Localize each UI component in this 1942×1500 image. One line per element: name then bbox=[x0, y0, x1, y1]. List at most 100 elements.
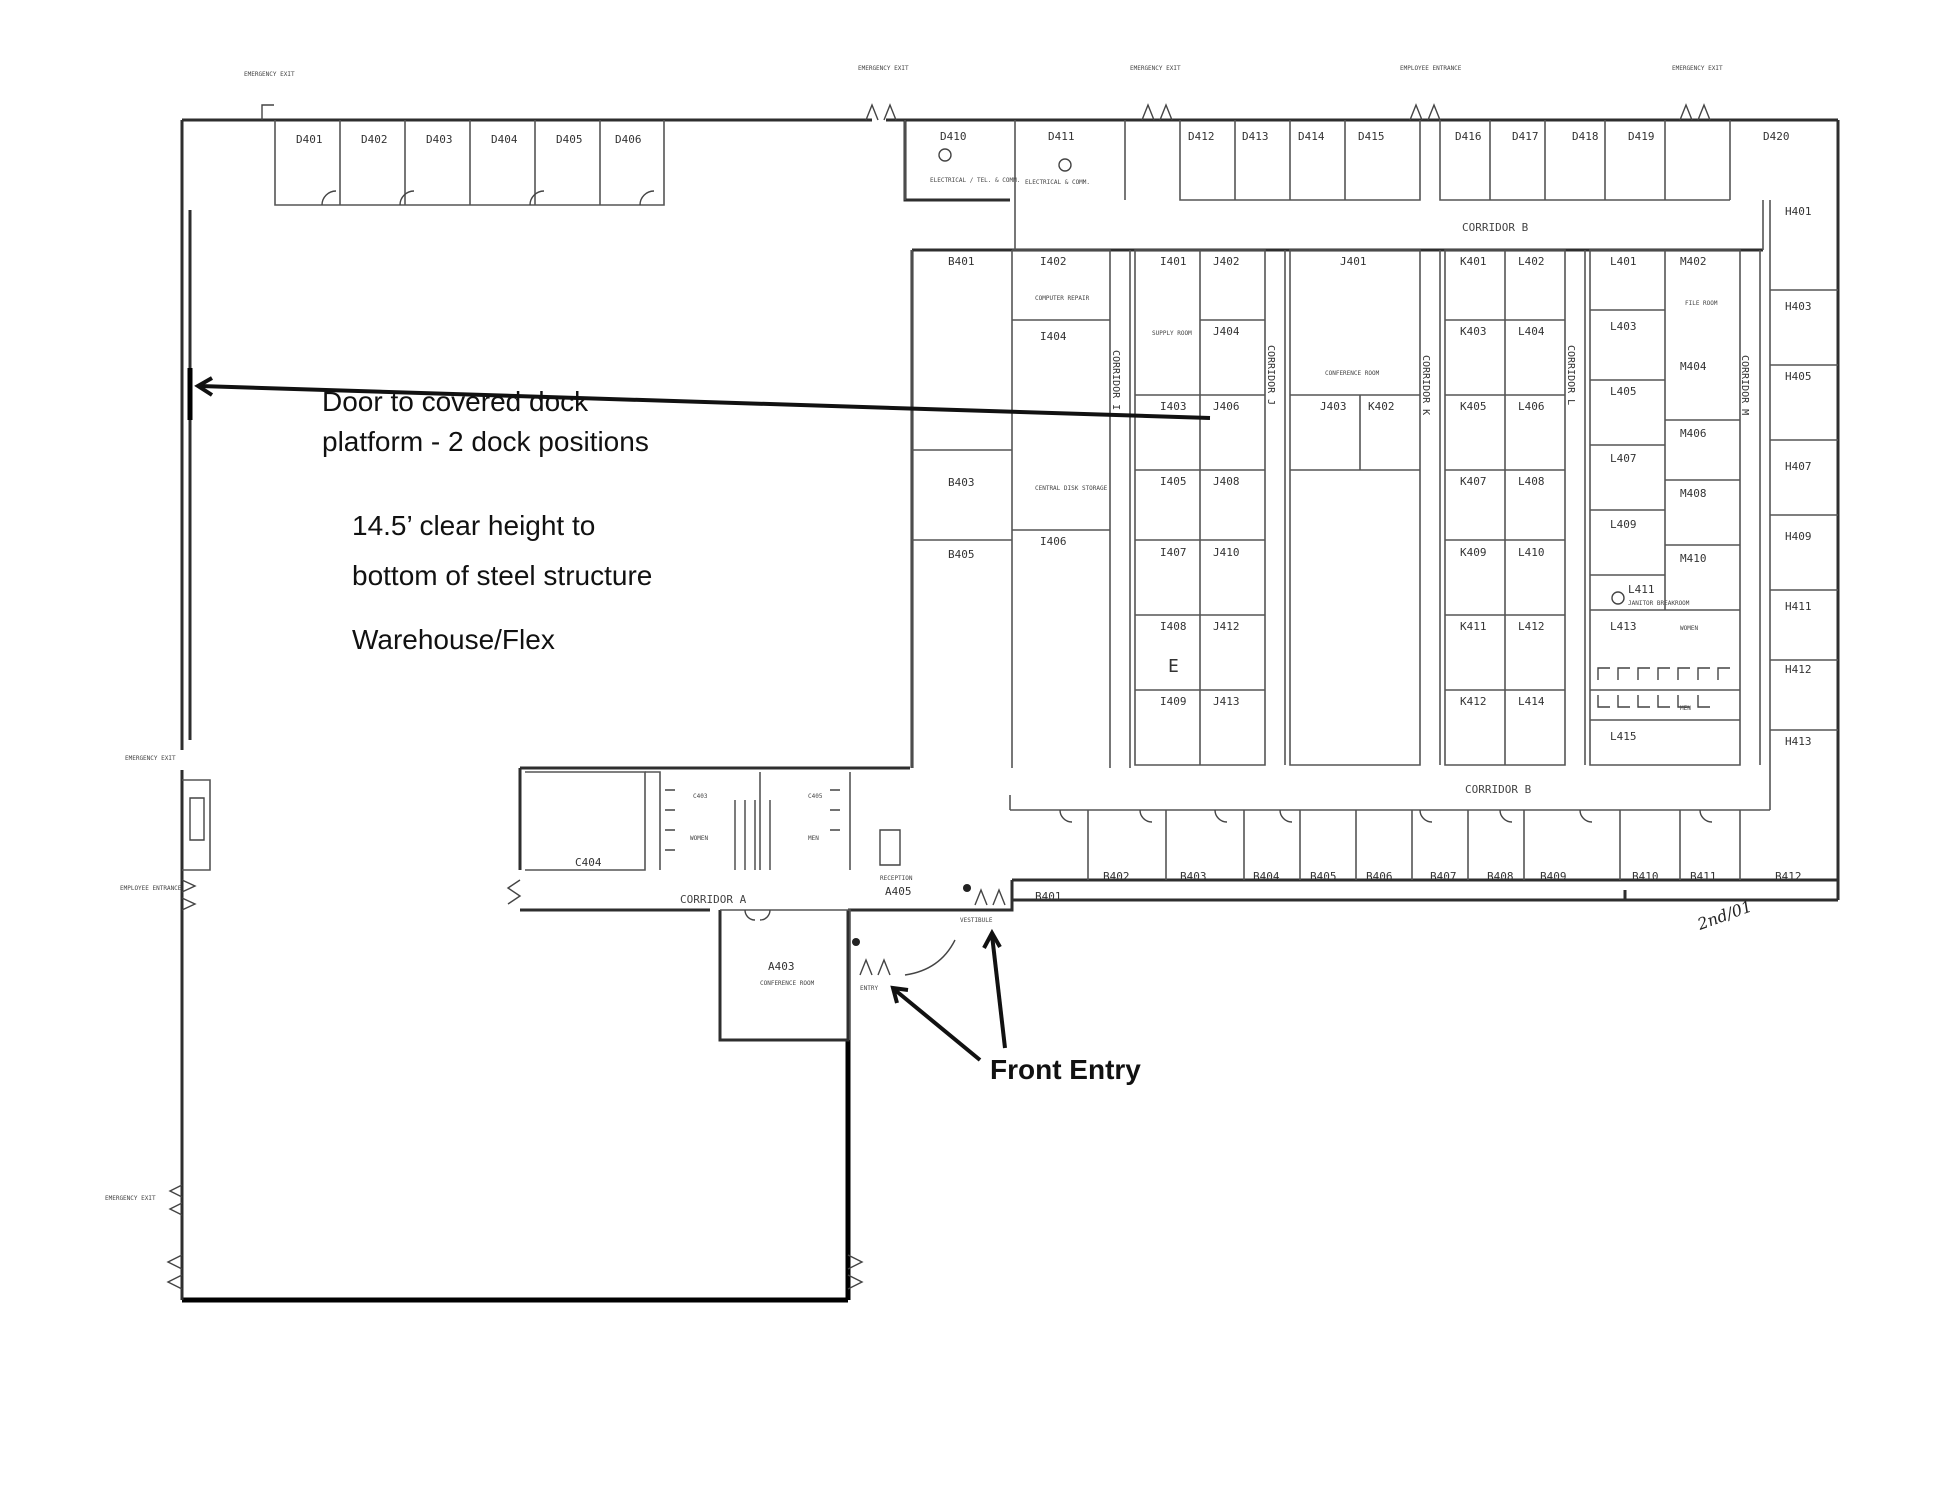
room-k402: K402 bbox=[1368, 400, 1395, 413]
room-d410: D410 bbox=[940, 130, 967, 143]
note-reception: RECEPTION bbox=[880, 875, 913, 882]
room-d416: D416 bbox=[1455, 130, 1482, 143]
room-d415: D415 bbox=[1358, 130, 1385, 143]
room-b407: B407 bbox=[1430, 870, 1457, 883]
room-h405: H405 bbox=[1785, 370, 1812, 383]
handwritten-note: 2nd/01 bbox=[1694, 897, 1755, 935]
h-rooms: H401 H403 H405 H407 H409 H411 H412 H413 bbox=[1769, 200, 1838, 810]
room-d412: D412 bbox=[1188, 130, 1215, 143]
exit-label-5: EMERGENCY EXIT bbox=[1672, 65, 1723, 72]
room-l405: L405 bbox=[1610, 385, 1637, 398]
room-h411: H411 bbox=[1785, 600, 1812, 613]
clear-height-line1: 14.5’ clear height to bbox=[352, 510, 596, 541]
room-j403: J403 bbox=[1320, 400, 1347, 413]
room-h403: H403 bbox=[1785, 300, 1812, 313]
room-d401: D401 bbox=[296, 133, 323, 146]
room-b404: B404 bbox=[1253, 870, 1280, 883]
dock-door-arrow bbox=[199, 384, 1211, 420]
note-conference: CONFERENCE ROOM bbox=[1325, 370, 1380, 377]
note-men-c: MEN bbox=[808, 835, 819, 842]
room-d403: D403 bbox=[426, 133, 453, 146]
corridor-j: CORRIDOR J bbox=[1265, 250, 1286, 765]
entry-bollard bbox=[963, 884, 971, 892]
d-rooms-west: D401 D402 D403 D404 D405 D406 bbox=[274, 120, 665, 206]
corridor-k: CORRIDOR K bbox=[1420, 250, 1441, 765]
room-l414: L414 bbox=[1518, 695, 1545, 708]
room-b402: B402 bbox=[1103, 870, 1130, 883]
room-j413: J413 bbox=[1213, 695, 1240, 708]
exit-label-3: EMERGENCY EXIT bbox=[1130, 65, 1181, 72]
room-d417: D417 bbox=[1512, 130, 1539, 143]
room-k412: K412 bbox=[1460, 695, 1487, 708]
room-d404: D404 bbox=[491, 133, 518, 146]
room-j406: J406 bbox=[1213, 400, 1240, 413]
room-k405: K405 bbox=[1460, 400, 1487, 413]
note-entry: ENTRY bbox=[860, 985, 878, 992]
dock-door-label-line2: platform - 2 dock positions bbox=[322, 426, 649, 457]
front-entry-label: Front Entry bbox=[990, 1054, 1141, 1085]
note-a403: CONFERENCE ROOM bbox=[760, 980, 815, 987]
north-exits: EMERGENCY EXIT EMERGENCY EXIT EMERGENCY … bbox=[244, 65, 1723, 121]
room-d406: D406 bbox=[615, 133, 642, 146]
b-rooms-west: B401 B403 B405 bbox=[911, 250, 1013, 768]
exit-label-1: EMERGENCY EXIT bbox=[244, 71, 295, 78]
room-b411: B411 bbox=[1690, 870, 1717, 883]
note-d411: ELECTRICAL & COMM. bbox=[1025, 179, 1090, 186]
sink-symbol bbox=[1611, 591, 1625, 605]
corridor-a-label: CORRIDOR A bbox=[680, 893, 747, 906]
corridor-j-label: CORRIDOR J bbox=[1265, 345, 1276, 405]
m-rooms: L401 M402 L403 FILE ROOM M404 L405 M406 … bbox=[1589, 249, 1741, 766]
room-b408: B408 bbox=[1487, 870, 1514, 883]
room-m408: M408 bbox=[1680, 487, 1707, 500]
room-b403: B403 bbox=[1180, 870, 1207, 883]
corridor-b-bottom-label: CORRIDOR B bbox=[1465, 783, 1532, 796]
room-c403: C403 bbox=[693, 793, 708, 800]
dock-door-label-line1: Door to covered dock bbox=[322, 386, 589, 417]
room-k403: K403 bbox=[1460, 325, 1487, 338]
marker-e: E bbox=[1168, 656, 1179, 677]
room-l413: L413 bbox=[1610, 620, 1637, 633]
note-d410: ELECTRICAL / TEL. & COMM. bbox=[930, 177, 1020, 184]
exit-label-west: EMERGENCY EXIT bbox=[125, 755, 176, 762]
room-i409: I409 bbox=[1160, 695, 1187, 708]
room-d402: D402 bbox=[361, 133, 388, 146]
room-j412: J412 bbox=[1213, 620, 1240, 633]
room-b409: B409 bbox=[1540, 870, 1567, 883]
room-i402: I402 bbox=[1040, 255, 1067, 268]
room-b403-top: B403 bbox=[948, 476, 975, 489]
room-m406: M406 bbox=[1680, 427, 1707, 440]
exit-label-2: EMERGENCY EXIT bbox=[858, 65, 909, 72]
note-breakroom: JANITOR BREAKROOM bbox=[1628, 600, 1690, 607]
room-b410: B410 bbox=[1632, 870, 1659, 883]
front-entry-arrowhead-1 bbox=[890, 985, 909, 1004]
front-entry-arrow-1 bbox=[893, 988, 982, 1062]
room-i405: I405 bbox=[1160, 475, 1187, 488]
room-l407: L407 bbox=[1610, 452, 1637, 465]
room-a403: A403 bbox=[768, 960, 795, 973]
room-b406: B406 bbox=[1366, 870, 1393, 883]
l-rooms: K401 L402 K403 L404 K405 L406 K407 L408 … bbox=[1444, 249, 1566, 766]
room-m404: M404 bbox=[1680, 360, 1707, 373]
note-central-disk: CENTRAL DISK STORAGE bbox=[1035, 485, 1108, 492]
room-d420: D420 bbox=[1763, 130, 1790, 143]
annotation-arrows bbox=[194, 376, 1211, 1062]
corridor-m: CORRIDOR M bbox=[1739, 250, 1761, 765]
room-i404: I404 bbox=[1040, 330, 1067, 343]
room-j410: J410 bbox=[1213, 546, 1240, 559]
corridor-i: CORRIDOR I bbox=[1110, 250, 1131, 768]
room-k409: K409 bbox=[1460, 546, 1487, 559]
room-j408: J408 bbox=[1213, 475, 1240, 488]
room-l410: L410 bbox=[1518, 546, 1545, 559]
note-vestibule: VESTIBULE bbox=[960, 917, 993, 924]
note-men-m: MEN bbox=[1680, 705, 1691, 712]
corridor-l: CORRIDOR L bbox=[1565, 250, 1586, 765]
clear-height-line2: bottom of steel structure bbox=[352, 560, 653, 591]
room-i403: I403 bbox=[1160, 400, 1187, 413]
front-entry-arrow-2 bbox=[990, 934, 1007, 1049]
room-d405: D405 bbox=[556, 133, 583, 146]
room-a405: A405 bbox=[885, 885, 912, 898]
room-b401-top: B401 bbox=[948, 255, 975, 268]
room-d411: D411 bbox=[1048, 130, 1075, 143]
room-c404: C404 bbox=[575, 856, 602, 869]
front-entry-arrowhead-2 bbox=[982, 928, 1002, 949]
